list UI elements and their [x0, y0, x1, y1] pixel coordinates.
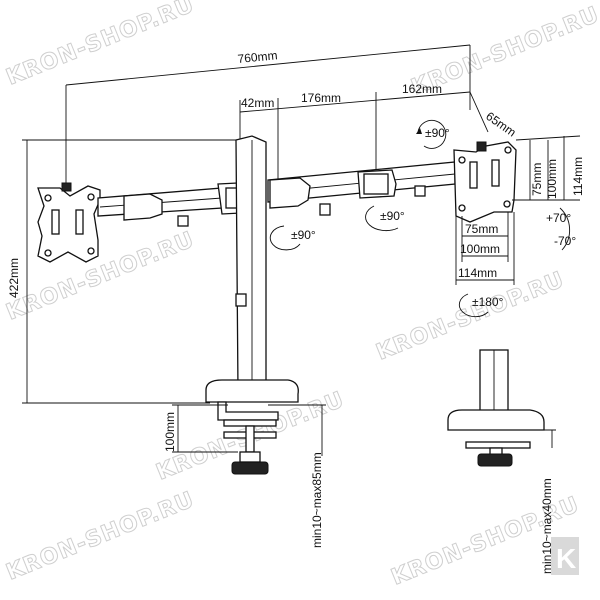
dimension-grommet-range: min10~max40mm [520, 429, 556, 574]
dimension-label: 100mm [545, 159, 559, 199]
grommet-mount [447, 349, 545, 467]
dimension-label: 100mm [460, 242, 500, 256]
rotation-label: ±90° [380, 209, 405, 223]
dimension-vesa-vertical: 75mm 100mm 114mm [512, 135, 585, 201]
rotation-label: ±90° [425, 126, 450, 140]
left-vesa-plate [37, 182, 101, 263]
rotation-180: ±180° [458, 293, 504, 318]
rotation-label: ±180° [472, 295, 504, 309]
dimension-label: 422mm [7, 258, 21, 298]
right-vesa-plate [453, 141, 517, 223]
desk-clamp [205, 379, 299, 475]
dimension-label: 65mm [483, 109, 518, 140]
rotation-head-swivel: ±90° [416, 119, 450, 149]
right-arm [267, 161, 456, 216]
dimension-label: 114mm [571, 157, 585, 196]
dimension-label: min10~max85mm [310, 452, 324, 548]
dimension-42-176-162: 42mm 176mm 162mm [239, 82, 471, 180]
dimension-vesa-horizontal: 75mm 100mm 114mm [455, 212, 515, 285]
dimension-label: 176mm [301, 91, 341, 105]
rotation-arm-right: ±90° [365, 205, 405, 232]
dimension-label: 100mm [163, 412, 177, 452]
rotation-label: ±90° [291, 228, 316, 242]
dimension-label: 75mm [465, 222, 498, 236]
dimension-clamp-100: 100mm [163, 404, 238, 453]
watermark: KRON-SHOP.RU [3, 0, 198, 91]
tilt-indicator: +70° -70° [546, 207, 576, 251]
logo-letter: K [556, 543, 576, 574]
dimension-label: 114mm [458, 266, 497, 280]
dimension-65: 65mm [469, 91, 519, 140]
dimension-label: 162mm [402, 82, 442, 96]
rotation-arm-left: ±90° [269, 225, 316, 251]
mounting-pole [235, 135, 267, 393]
arrow-icon [416, 128, 422, 134]
dimension-422: 422mm [7, 139, 240, 404]
dimension-label: min10~max40mm [540, 478, 554, 574]
dimension-label: 75mm [530, 163, 544, 196]
watermark: KRON-SHOP.RU [3, 227, 198, 325]
tilt-label: -70° [554, 234, 576, 248]
dimension-760: 760mm [65, 44, 471, 185]
logo: K [551, 537, 579, 575]
dimension-label: 760mm [237, 48, 278, 66]
tilt-label: +70° [546, 211, 571, 225]
dimension-clamp-range: min10~max85mm [268, 404, 326, 548]
watermark: KRON-SHOP.RU [3, 487, 198, 585]
dimension-label: 42mm [241, 96, 274, 110]
